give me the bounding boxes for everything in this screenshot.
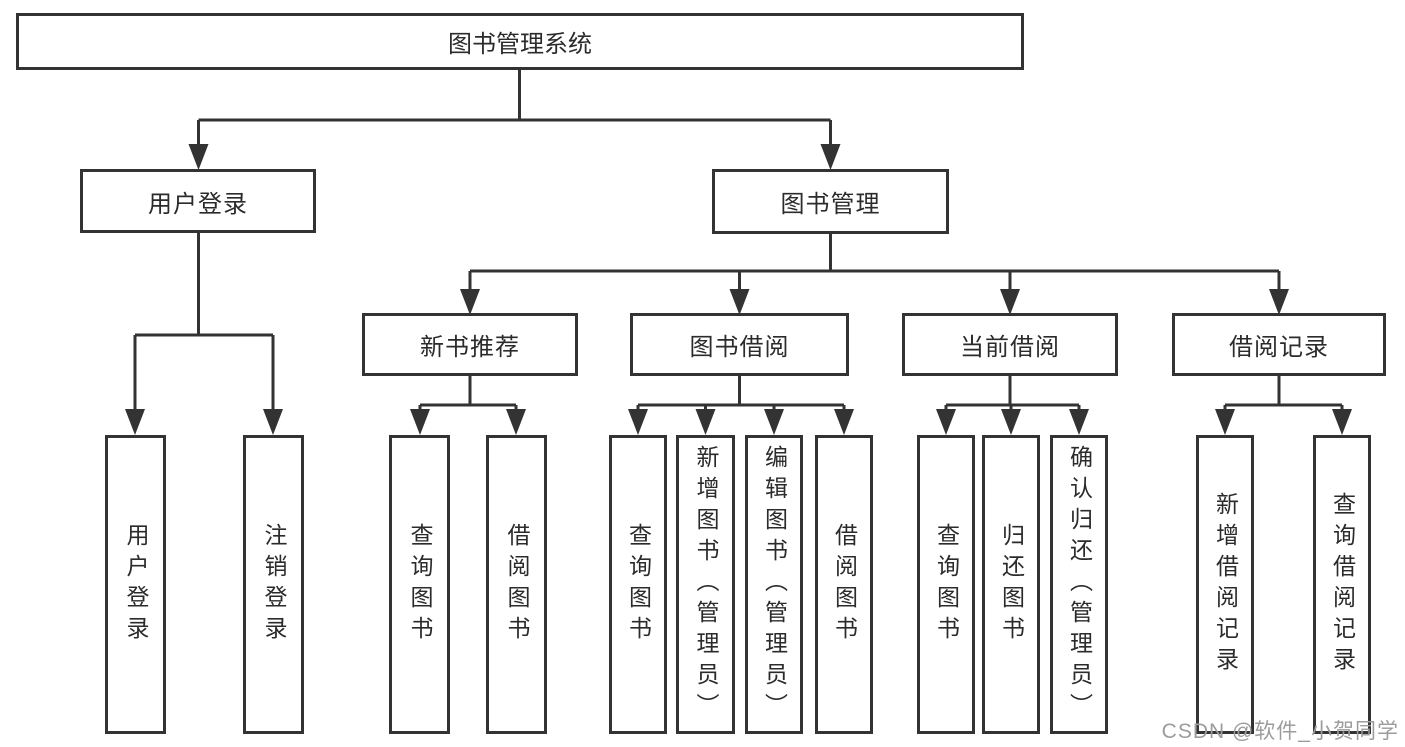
node-label: 图书管理系统 — [448, 31, 592, 58]
node-label: 归还图书 — [998, 522, 1025, 647]
node-label: 借阅图书 — [831, 522, 858, 647]
node-label: 新书推荐 — [420, 334, 520, 361]
node-label: 查询图书 — [933, 522, 960, 647]
node-book-borrow: 图书借阅 — [630, 313, 849, 376]
leaf-user-login: 用户登录 — [105, 435, 166, 734]
node-new-book-recommend: 新书推荐 — [362, 313, 578, 376]
node-label: 借阅图书 — [504, 522, 530, 647]
node-book-management: 图书管理 — [712, 169, 949, 234]
node-label: 用户登录 — [148, 190, 248, 218]
leaf-query-books-current: 查询图书 — [917, 435, 975, 734]
node-label: 用户登录 — [123, 522, 149, 647]
leaf-query-books-recommend: 查询图书 — [389, 435, 450, 734]
node-label: 借阅记录 — [1229, 334, 1329, 361]
leaf-query-borrow-record: 查询借阅记录 — [1313, 435, 1371, 734]
leaf-confirm-return-admin: 确认归还（管理员） — [1050, 435, 1108, 734]
node-label: 当前借阅 — [960, 334, 1060, 361]
csdn-watermark: CSDN @软件_小贺同学 — [1161, 720, 1399, 743]
leaf-borrow-books-recommend: 借阅图书 — [486, 435, 547, 734]
leaf-query-books-borrow: 查询图书 — [609, 435, 667, 734]
node-label: 查询图书 — [407, 522, 433, 647]
node-label: 新增图书（管理员） — [693, 445, 719, 724]
leaf-borrow-books: 借阅图书 — [815, 435, 873, 734]
node-label: 确认归还（管理员） — [1066, 445, 1093, 724]
leaf-return-books: 归还图书 — [982, 435, 1040, 734]
leaf-logout: 注销登录 — [243, 435, 304, 734]
node-borrow-records: 借阅记录 — [1172, 313, 1386, 376]
node-label: 新增借阅记录 — [1212, 491, 1239, 678]
node-label: 图书借阅 — [689, 334, 790, 361]
node-label: 查询图书 — [625, 522, 652, 647]
node-label: 注销登录 — [261, 522, 287, 647]
node-label: 查询借阅记录 — [1329, 491, 1356, 678]
node-root-system: 图书管理系统 — [16, 13, 1024, 70]
node-label: 图书管理 — [780, 191, 881, 218]
leaf-add-borrow-record: 新增借阅记录 — [1196, 435, 1254, 734]
leaf-edit-books-admin: 编辑图书（管理员） — [745, 435, 803, 734]
leaf-add-books-admin: 新增图书（管理员） — [676, 435, 735, 734]
node-user-login: 用户登录 — [80, 169, 316, 233]
node-label: 编辑图书（管理员） — [761, 445, 788, 724]
node-current-borrow: 当前借阅 — [902, 313, 1118, 376]
